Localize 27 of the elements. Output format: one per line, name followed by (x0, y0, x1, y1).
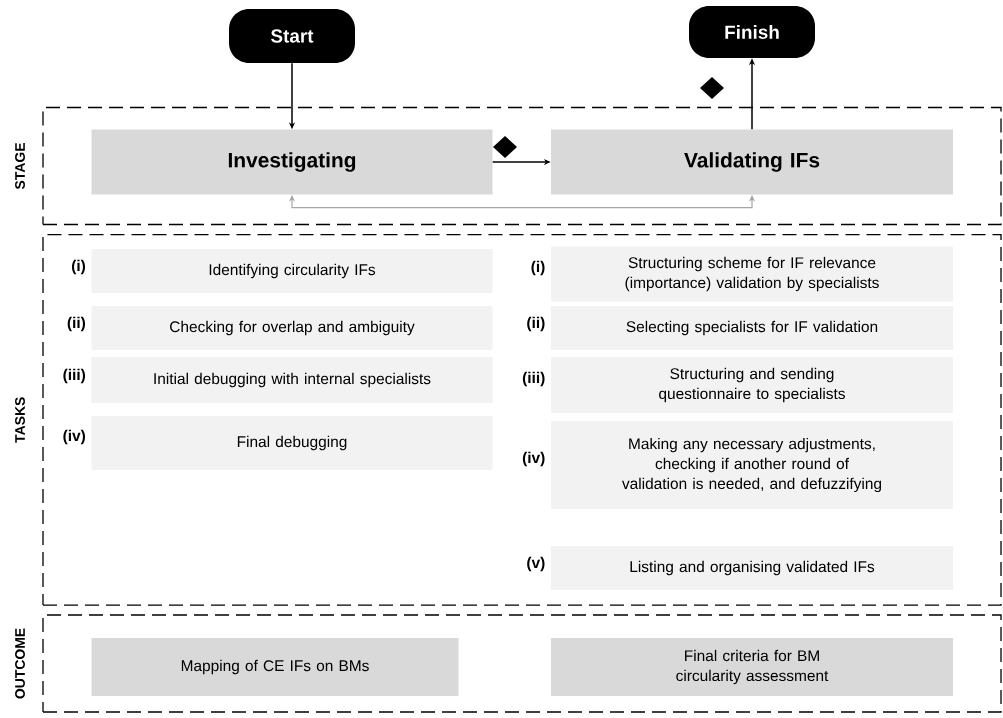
task-box: Checking for overlap and ambiguity (91, 306, 493, 350)
stage-box: Validating IFs (551, 129, 953, 195)
node-label: TASKS (15, 397, 25, 443)
item-number: (ii) (527, 316, 545, 332)
task-box: Final debugging (91, 416, 493, 470)
item-number: (ii) (67, 316, 85, 332)
task-box: Identifying circularity IFs (91, 249, 493, 293)
outcome-box: Mapping of CE IFs on BMs (91, 638, 459, 696)
node-label: STAGE (15, 143, 25, 190)
item-number: (iv) (522, 451, 545, 467)
outcome-box: Final criteria for BM circularity assessment (551, 638, 953, 696)
terminal-box: Finish (689, 6, 815, 58)
stage-box: Investigating (91, 129, 493, 195)
task-box: Structuring scheme for IF relevance (importance) validation by specialists (551, 246, 953, 302)
task-box: Making any necessary adjustments, checking if another round of validation is needed, and defuzzifying (551, 421, 953, 509)
item-number: (i) (72, 259, 85, 275)
node-label: OUTCOME (15, 628, 25, 699)
task-box: Listing and organising validated IFs (551, 546, 953, 590)
task-box: Initial debugging with internal specialists (91, 357, 493, 403)
terminal-box: Start (229, 9, 355, 63)
task-box: Structuring and sending questionnaire to specialists (551, 357, 953, 413)
item-number: (iii) (522, 371, 545, 387)
item-number: (iv) (63, 429, 85, 445)
item-number: (v) (527, 556, 545, 572)
task-box: Selecting specialists for IF validation (551, 306, 953, 350)
item-number: (i) (531, 260, 545, 276)
item-number: (iii) (63, 368, 86, 384)
